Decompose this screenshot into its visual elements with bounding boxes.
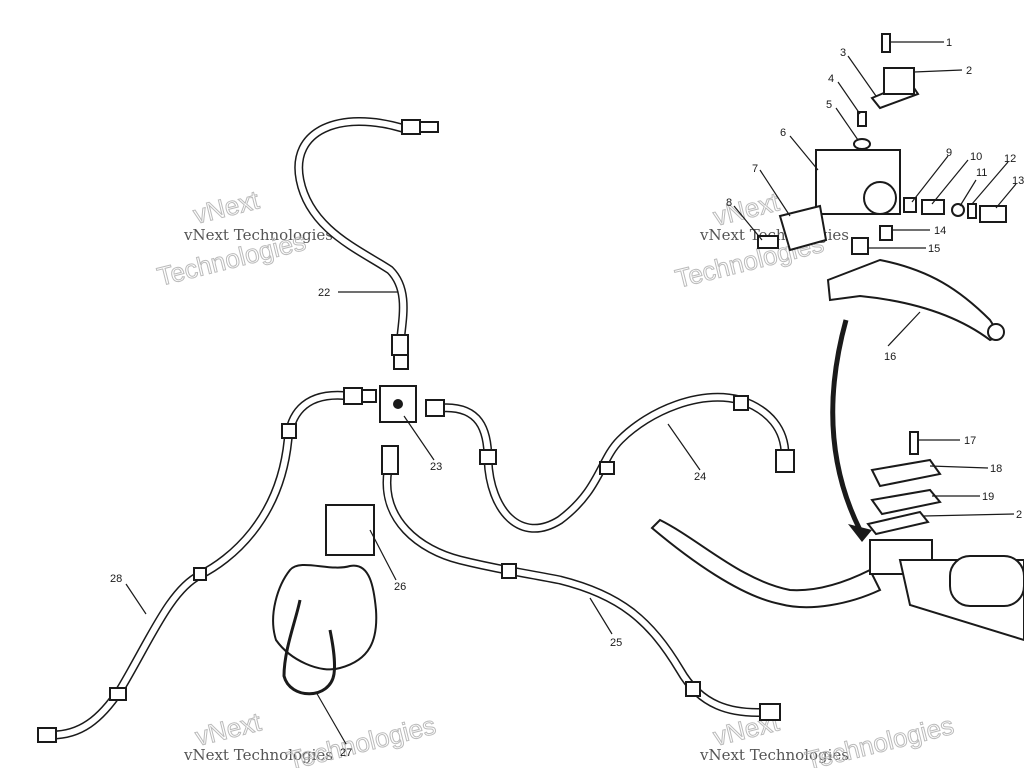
hose-22 <box>294 117 439 370</box>
ring-11 <box>951 203 965 217</box>
hose-24 <box>425 392 795 533</box>
pivot-7 <box>778 204 828 252</box>
clamp-plate-18 <box>870 458 942 488</box>
callout-17: 17 <box>964 435 976 447</box>
fitting-nut <box>343 387 363 405</box>
callout-23: 23 <box>430 461 442 473</box>
callout-10: 10 <box>970 151 982 163</box>
handlebar <box>650 518 1024 642</box>
assembly-arrow <box>830 319 872 542</box>
spring-10 <box>921 199 945 215</box>
callout-1: 1 <box>946 37 952 49</box>
junction-block-23 <box>379 385 417 423</box>
hose-sleeve <box>501 563 517 579</box>
callout-7: 7 <box>752 163 758 175</box>
reservoir-27 <box>272 563 378 696</box>
watermark-small: vNext Technologies <box>183 746 333 764</box>
hose-sleeve <box>599 461 615 475</box>
hose-sleeve <box>109 687 127 701</box>
hose-sleeve <box>193 567 207 581</box>
callout-11: 11 <box>976 167 987 179</box>
fitting-thread <box>775 449 795 473</box>
screw-1 <box>881 33 891 53</box>
fitting-nut <box>425 399 445 417</box>
diaphragm-20 <box>866 510 930 536</box>
callout-28: 28 <box>110 573 122 585</box>
callout-26: 26 <box>394 581 406 593</box>
hose-sleeve <box>733 395 749 411</box>
watermark-small: vNext Technologies <box>183 226 333 244</box>
boot-13 <box>979 205 1007 223</box>
hose-sleeve <box>685 681 701 697</box>
callout-20: 2 <box>1016 509 1022 521</box>
clip-12 <box>967 203 977 219</box>
fitting-thread <box>361 389 377 403</box>
fitting-thread <box>419 121 439 133</box>
watermark-large-bottom: Technologies <box>284 710 439 768</box>
callout-15: 15 <box>928 243 940 255</box>
washer-5 <box>853 138 871 150</box>
watermark-large-top: vNext <box>192 706 264 751</box>
gasket-19 <box>870 488 942 516</box>
screw-4 <box>857 111 867 127</box>
callout-6: 6 <box>780 127 786 139</box>
bolt-8 <box>757 235 779 249</box>
banjo-bolt <box>393 354 409 370</box>
reservoir-cap <box>325 504 375 556</box>
hose-25 <box>381 445 781 721</box>
screw-17 <box>909 431 919 455</box>
fitting-thread <box>759 703 781 721</box>
grip <box>949 555 1024 607</box>
fitting-nut <box>401 119 421 135</box>
switch-2 <box>883 67 915 95</box>
watermark-3: vNext vNext Technologies Technologies <box>183 706 439 768</box>
watermark-small: vNext Technologies <box>699 746 849 764</box>
callout-labels: 1 2 3 4 5 6 7 8 9 10 11 12 13 14 15 16 1… <box>110 37 1024 759</box>
callout-25: 25 <box>610 637 622 649</box>
pin-14 <box>879 225 893 241</box>
hose-28 <box>37 387 377 743</box>
hose-sleeve <box>479 449 497 465</box>
callout-8: 8 <box>726 197 732 209</box>
hose-sleeve <box>281 423 297 439</box>
callout-19: 19 <box>982 491 994 503</box>
fitting-nut <box>391 334 409 356</box>
callout-4: 4 <box>828 73 834 85</box>
master-cylinder <box>757 33 1007 342</box>
watermark-large-top: vNext <box>710 186 782 231</box>
fitting-nut <box>381 445 399 475</box>
watermark-large-bottom: Technologies <box>802 710 957 768</box>
lever-16 <box>826 258 1002 342</box>
watermark-large-top: vNext <box>190 184 262 229</box>
watermark-4: vNext vNext Technologies Technologies <box>699 706 957 768</box>
bushing-15 <box>851 237 869 255</box>
callout-13: 13 <box>1012 175 1024 187</box>
callout-5: 5 <box>826 99 832 111</box>
fitting-thread <box>37 727 57 743</box>
clamp-assembly <box>866 431 942 536</box>
callout-18: 18 <box>990 463 1002 475</box>
leader-lines <box>125 41 1017 745</box>
callout-14: 14 <box>934 225 946 237</box>
callout-16: 16 <box>884 351 896 363</box>
callout-24: 24 <box>694 471 706 483</box>
callout-9: 9 <box>946 147 952 159</box>
reservoir-cap-26 <box>325 504 375 556</box>
callout-27: 27 <box>340 747 352 759</box>
callout-12: 12 <box>1004 153 1016 165</box>
bore <box>863 181 897 215</box>
callout-3: 3 <box>840 47 846 59</box>
callout-22: 22 <box>318 287 330 299</box>
callout-2: 2 <box>966 65 972 77</box>
